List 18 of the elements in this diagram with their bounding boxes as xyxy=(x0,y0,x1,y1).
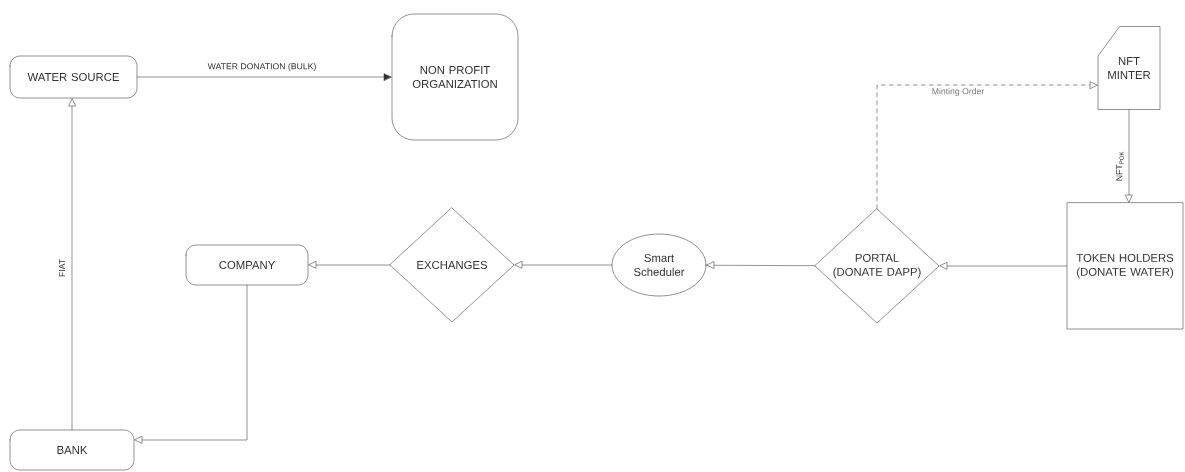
edge-label: WATER DONATION (BULK) xyxy=(206,61,318,73)
edge-label: NFT$_{POK}$ xyxy=(1114,149,1126,183)
arrow xyxy=(134,285,248,444)
process-box: NON PROFIT ORGANIZATION xyxy=(391,13,519,141)
process-box: WATER SOURCE xyxy=(9,55,138,99)
process-box: BANK xyxy=(9,429,135,471)
edge-label: Minting Order xyxy=(930,86,986,98)
process-box: TOKEN HOLDERS (DONATE WATER) xyxy=(1066,202,1184,330)
arrow xyxy=(68,98,76,430)
arrow xyxy=(137,73,392,81)
arrow xyxy=(308,261,390,269)
arrow xyxy=(514,261,612,269)
edge-label: FIAT xyxy=(57,257,67,279)
arrow xyxy=(876,81,1098,209)
arrow xyxy=(1125,109,1133,203)
arrow xyxy=(939,262,1067,270)
process-box: COMPANY xyxy=(185,244,309,286)
arrow xyxy=(706,261,815,269)
